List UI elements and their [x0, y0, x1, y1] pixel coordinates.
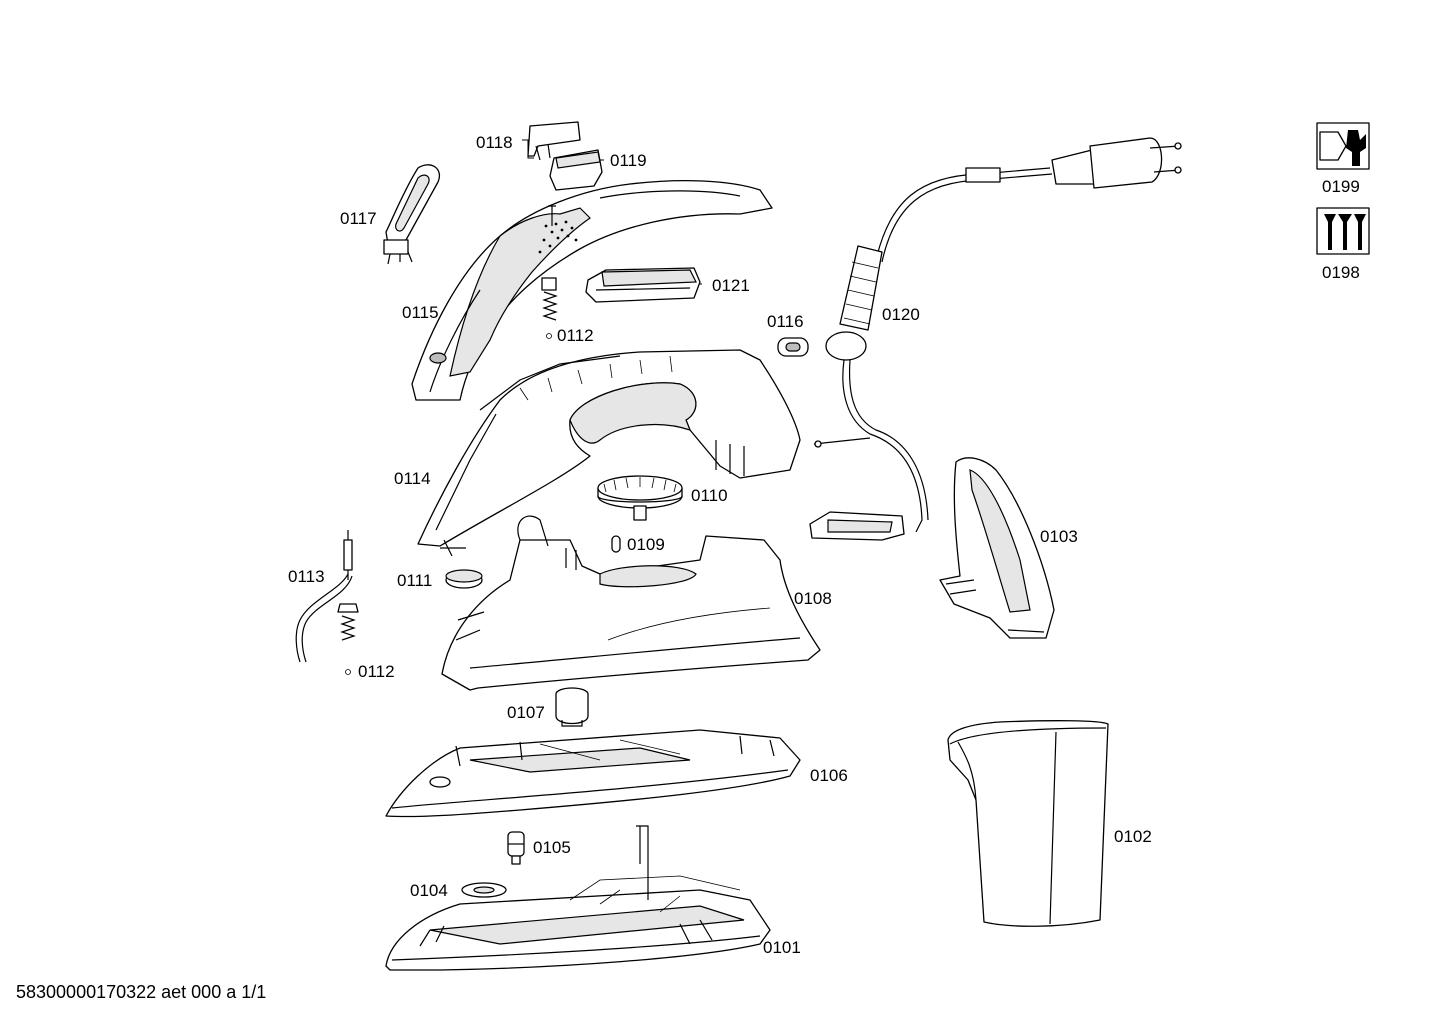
label-0120: 0120 — [882, 305, 920, 324]
part-0107-nozzle[interactable] — [555, 687, 589, 727]
label-0118: 0118 — [476, 133, 513, 152]
label-0107: 0107 — [507, 703, 545, 722]
part-0108-body[interactable] — [441, 515, 821, 691]
label-0121: 0121 — [712, 276, 750, 295]
part-0117-cover[interactable] — [383, 164, 441, 265]
label-0117: 0117 — [340, 209, 377, 228]
label-0110: 0110 — [691, 486, 728, 505]
label-0106: 0106 — [810, 766, 848, 785]
label-0109: 0109 — [627, 535, 665, 554]
part-0103-rear-cover[interactable] — [939, 457, 1055, 639]
part-0104-seal[interactable] — [461, 882, 507, 898]
label-0115: 0115 — [402, 303, 439, 322]
leader-lines — [522, 139, 702, 285]
part-0114-housing[interactable] — [417, 349, 801, 557]
part-0121-module[interactable] — [585, 267, 701, 303]
part-0116-plug[interactable] — [777, 337, 809, 357]
label-0102: 0102 — [1114, 827, 1152, 846]
part-0113-tube[interactable] — [295, 530, 359, 675]
label-0114: 0114 — [394, 469, 431, 488]
part-0102-cup[interactable] — [947, 720, 1109, 927]
footer-document-id: 58300000170322 aet 000 a 1/1 — [16, 982, 266, 1002]
label-0113: 0113 — [288, 567, 325, 586]
wrench-tool-icon — [1316, 122, 1370, 170]
part-0112-spring-upper[interactable] — [541, 277, 558, 339]
label-0198: 0198 — [1322, 263, 1360, 282]
part-0106-plate[interactable] — [385, 729, 801, 818]
part-0120-cable[interactable] — [809, 137, 1182, 541]
label-0111: 0111 — [397, 571, 432, 590]
screws-icon — [1316, 207, 1370, 255]
label-0101: 0101 — [763, 938, 801, 957]
part-0110-knob[interactable] — [597, 475, 683, 521]
label-0104: 0104 — [410, 881, 448, 900]
part-0109-pin[interactable] — [611, 535, 621, 553]
label-0116: 0116 — [767, 312, 804, 331]
label-0112-upper: 0112 — [557, 326, 594, 345]
label-0199: 0199 — [1322, 177, 1360, 196]
label-0103: 0103 — [1040, 527, 1078, 546]
label-0119: 0119 — [610, 151, 647, 170]
label-0105: 0105 — [533, 838, 571, 857]
part-0101-soleplate[interactable] — [385, 825, 771, 971]
label-0108: 0108 — [794, 589, 832, 608]
part-0105-connector[interactable] — [507, 831, 525, 865]
part-0119-button[interactable] — [549, 149, 603, 191]
part-0111-seal[interactable] — [445, 569, 483, 589]
part-0115-handle[interactable] — [411, 180, 773, 401]
label-0112-lower: 0112 — [358, 662, 395, 681]
